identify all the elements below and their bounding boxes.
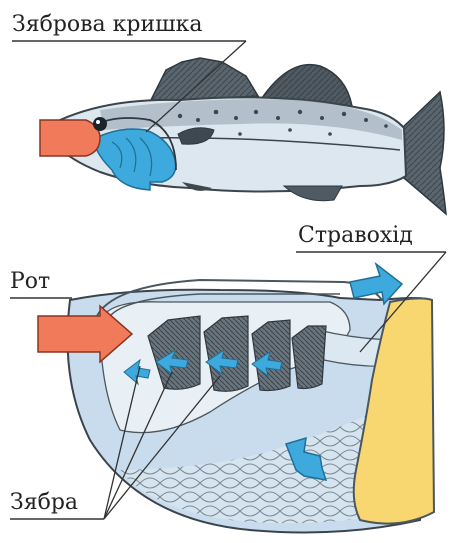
gills-label: Зябра <box>10 492 78 514</box>
fish-head-cutaway <box>38 264 434 532</box>
gill-cover-label: Зяброва кришка <box>12 14 202 36</box>
anal-fin <box>284 186 342 201</box>
fish-eye <box>93 117 107 131</box>
esophagus-label: Стравохід <box>298 225 413 247</box>
mouth-label: Рот <box>10 271 50 293</box>
fish-top-illustration <box>40 58 446 214</box>
mouth-water-inflow <box>40 120 100 156</box>
